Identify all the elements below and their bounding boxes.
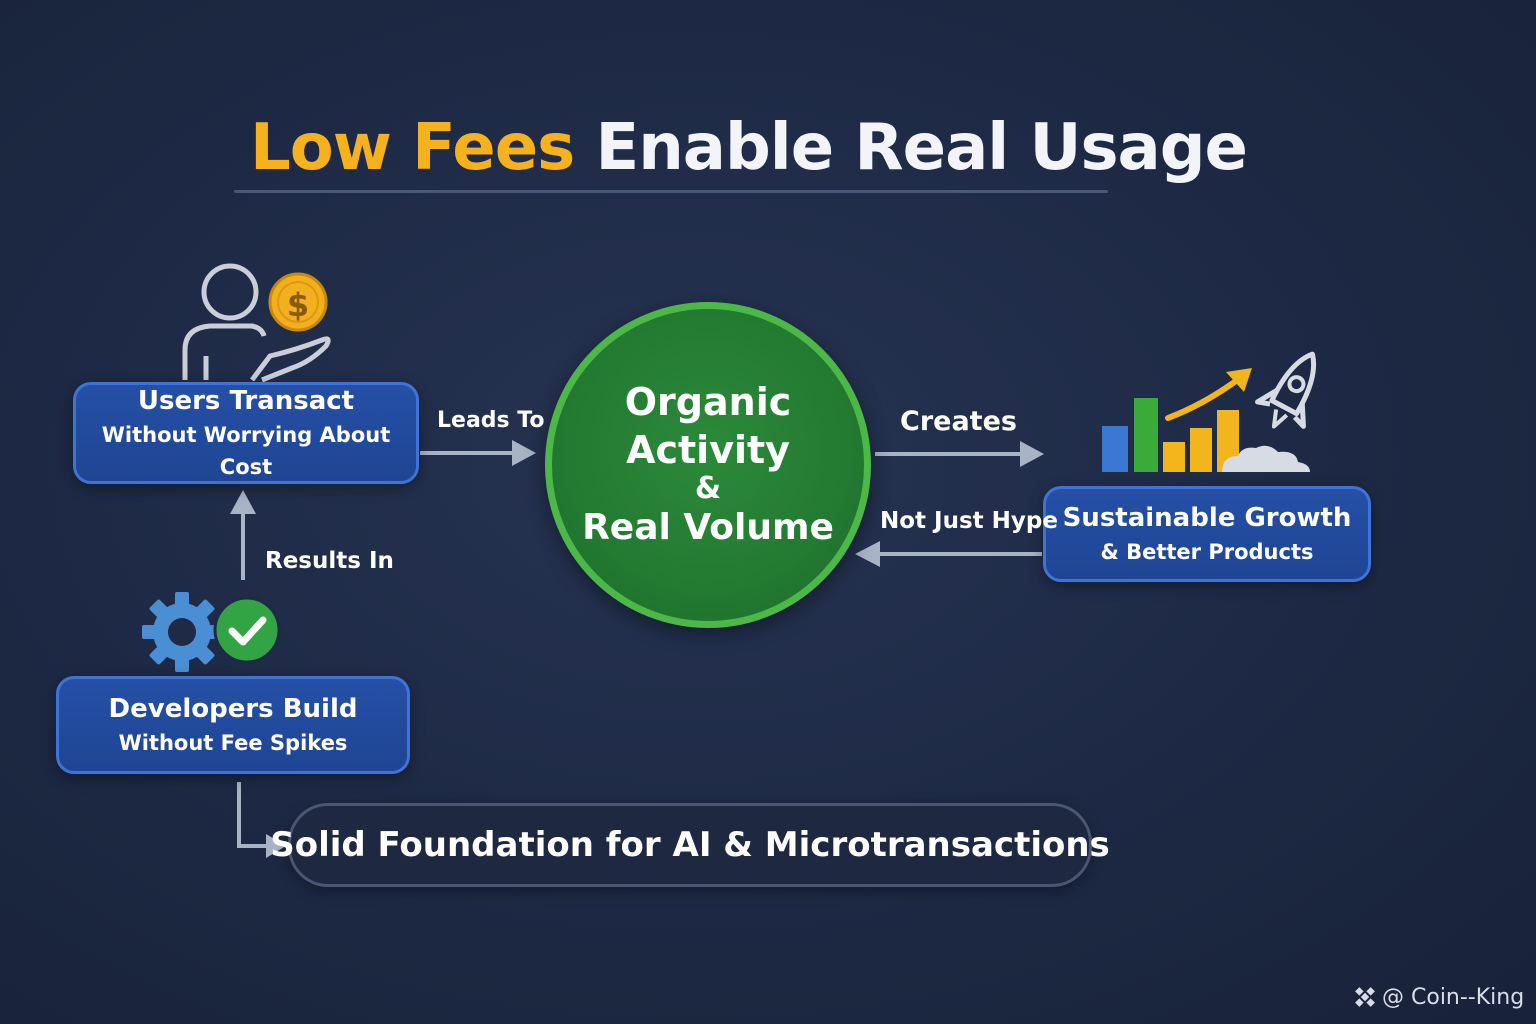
arrow-leads-to bbox=[420, 440, 536, 466]
users-box-title: Users Transact bbox=[137, 386, 355, 416]
binance-logo-icon bbox=[1355, 987, 1375, 1007]
gear-check-icon bbox=[142, 592, 281, 672]
users-box-subtitle: Without Worrying About Cost bbox=[101, 423, 391, 479]
developers-build-box: Developers Build Without Fee Spikes bbox=[56, 676, 410, 774]
users-transact-box: Users Transact Without Worrying About Co… bbox=[73, 382, 419, 484]
person-with-coin-icon: $ bbox=[182, 263, 331, 383]
foundation-pill: Solid Foundation for AI & Microtransacti… bbox=[270, 803, 1110, 887]
dev-box-subtitle: Without Fee Spikes bbox=[118, 731, 348, 755]
center-line-3: & bbox=[694, 471, 722, 506]
title-divider bbox=[234, 190, 1108, 193]
arrow-to-foundation bbox=[237, 782, 286, 858]
arrow-creates bbox=[875, 441, 1044, 467]
growth-box-title: Sustainable Growth bbox=[1062, 503, 1352, 533]
bar-chart-rocket-icon bbox=[1102, 351, 1317, 472]
label-results-in: Results In bbox=[265, 548, 394, 574]
arrow-results-in bbox=[230, 490, 256, 580]
growth-box-subtitle: & Better Products bbox=[1100, 540, 1314, 564]
label-leads-to: Leads To bbox=[437, 408, 545, 433]
center-line-1: Organic bbox=[624, 380, 792, 424]
title-rest: Enable Real Usage bbox=[574, 111, 1247, 185]
page-title: Low Fees Enable Real Usage bbox=[250, 108, 1248, 188]
center-line-2: Activity bbox=[626, 428, 790, 472]
label-not-just-hype: Not Just Hype bbox=[880, 508, 1058, 534]
watermark-text: @ Coin--King bbox=[1382, 984, 1525, 1010]
coin-symbol: $ bbox=[287, 286, 309, 324]
dev-box-title: Developers Build bbox=[108, 694, 358, 724]
center-line-4: Real Volume bbox=[582, 507, 834, 548]
arrow-not-just-hype bbox=[855, 541, 1042, 567]
organic-activity-circle: Organic Activity & Real Volume bbox=[545, 302, 871, 628]
sustainable-growth-box: Sustainable Growth & Better Products bbox=[1043, 486, 1371, 582]
label-creates: Creates bbox=[900, 406, 1017, 437]
title-highlight: Low Fees bbox=[250, 111, 575, 185]
watermark: @ Coin--King bbox=[1352, 984, 1524, 1010]
